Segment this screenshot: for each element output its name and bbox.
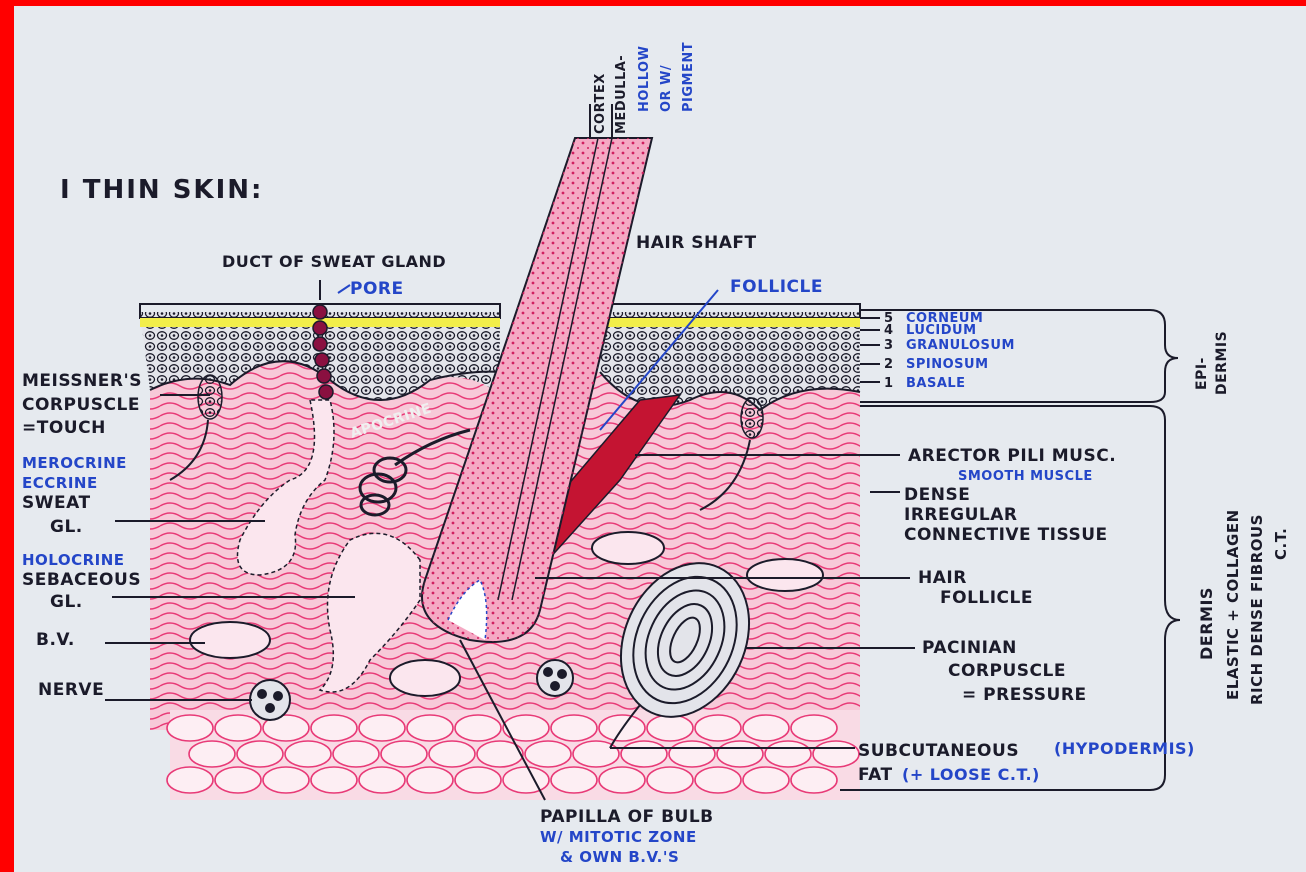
pacinian-label-3: = PRESSURE	[962, 685, 1087, 705]
loose-ct-label: (+ LOOSE C.T.)	[902, 765, 1040, 784]
dermis-note-3: C.T.	[1272, 528, 1290, 560]
meissner-corpuscle	[741, 398, 763, 438]
fat-cell	[215, 767, 261, 793]
papilla-note-1: W/ MITOTIC ZONE	[540, 828, 697, 846]
eccrine-label: ECCRINE	[22, 474, 98, 492]
hair-medulla-label: MEDULLA-	[614, 55, 629, 134]
fat-cell	[503, 715, 549, 741]
fat-cell	[429, 741, 475, 767]
dermis-note-2: RICH DENSE FIBROUS	[1248, 514, 1266, 705]
fat-cell	[167, 767, 213, 793]
hair-follicle-label-2: FOLLICLE	[940, 588, 1033, 608]
fat-cell	[285, 741, 331, 767]
fat-cell	[599, 767, 645, 793]
bv-label: B.V.	[36, 630, 75, 650]
duct-label: DUCT OF SWEAT GLAND	[222, 252, 446, 271]
meissner-corpuscle	[198, 375, 222, 419]
dense-label-1: DENSE	[904, 485, 970, 505]
meissner-label-2: CORPUSCLE	[22, 395, 140, 415]
fat-cell	[333, 741, 379, 767]
hair-follicle-label-1: HAIR	[918, 568, 967, 588]
fat-cell	[695, 767, 741, 793]
fat-cell	[717, 741, 763, 767]
sweat-label-2: GL.	[50, 517, 83, 537]
fat-cell	[311, 767, 357, 793]
fat-cell	[621, 741, 667, 767]
fat-cell	[381, 741, 427, 767]
layer-name: LUCIDUM	[906, 323, 977, 338]
fat-cell	[359, 767, 405, 793]
fat-label: FAT	[858, 765, 893, 785]
sebaceous-label-1: SEBACEOUS	[22, 570, 141, 590]
hypodermis-label: (HYPODERMIS)	[1054, 739, 1195, 758]
holocrine-label: HOLOCRINE	[22, 551, 125, 569]
hair-shaft-label: HAIR SHAFT	[636, 233, 757, 253]
epidermis-label-1: EPI-	[1194, 357, 1210, 390]
layer-name: GRANULOSUM	[906, 338, 1015, 353]
medulla-note-2: OR W/	[659, 65, 674, 112]
meissner-label-3: =TOUCH	[22, 418, 106, 438]
fat-cell	[237, 741, 283, 767]
layer-number: 4	[884, 323, 894, 338]
layer-number: 3	[884, 338, 894, 353]
fat-cell	[189, 741, 235, 767]
fat-cell	[765, 741, 811, 767]
medulla-note-1: HOLLOW	[637, 46, 652, 112]
fat-cell	[359, 715, 405, 741]
dense-label-3: CONNECTIVE TISSUE	[904, 525, 1108, 545]
pacinian-label-1: PACINIAN	[922, 638, 1017, 658]
merocrine-label: MEROCRINE	[22, 454, 127, 472]
dense-label-2: IRREGULAR	[904, 505, 1017, 525]
epidermis-label-2: DERMIS	[1214, 331, 1230, 395]
follicle-label: FOLLICLE	[730, 277, 823, 297]
fat-cell	[455, 715, 501, 741]
fat-cell	[525, 741, 571, 767]
fat-cell	[407, 767, 453, 793]
fat-cell	[455, 767, 501, 793]
smooth-muscle-label: SMOOTH MUSCLE	[958, 469, 1093, 484]
meissner-label-1: MEISSNER'S	[22, 371, 142, 391]
fat-cell	[263, 767, 309, 793]
fat-cell	[743, 767, 789, 793]
fat-cell	[551, 715, 597, 741]
layer-number: 1	[884, 376, 894, 391]
fat-cell	[791, 715, 837, 741]
sebaceous-label-2: GL.	[50, 592, 83, 612]
subcutaneous-fat	[167, 710, 860, 800]
arrector-label: ARECTOR PILI MUSC.	[908, 446, 1116, 466]
diagram-title: I THIN SKIN:	[60, 175, 263, 205]
hair-cortex-label: CORTEX	[593, 73, 608, 134]
layer-name: SPINOSUM	[906, 357, 989, 372]
fat-cell	[669, 741, 715, 767]
subcutaneous-label: SUBCUTANEOUS	[858, 741, 1019, 761]
pore-label: PORE	[350, 279, 404, 299]
fat-cell	[695, 715, 741, 741]
fat-cell	[647, 767, 693, 793]
fat-cell	[551, 767, 597, 793]
fat-cell	[743, 715, 789, 741]
dermis-note-1: ELASTIC + COLLAGEN	[1224, 509, 1242, 700]
layer-number: 2	[884, 357, 894, 372]
fat-cell	[311, 715, 357, 741]
fat-cell	[791, 767, 837, 793]
fat-cell	[503, 767, 549, 793]
layer-name: BASALE	[906, 376, 966, 391]
fat-cell	[407, 715, 453, 741]
fat-cell	[813, 741, 859, 767]
nerve-label: NERVE	[38, 680, 104, 700]
fat-cell	[215, 715, 261, 741]
dermis-label: DERMIS	[1197, 587, 1216, 660]
papilla-note-2: & OWN B.V.'S	[560, 848, 679, 866]
medulla-note-3: PIGMENT	[681, 42, 696, 112]
papilla-label: PAPILLA OF BULB	[540, 807, 714, 827]
fat-cell	[167, 715, 213, 741]
fat-cell	[647, 715, 693, 741]
pacinian-label-2: CORPUSCLE	[948, 661, 1066, 681]
sweat-label-1: SWEAT	[22, 493, 91, 513]
